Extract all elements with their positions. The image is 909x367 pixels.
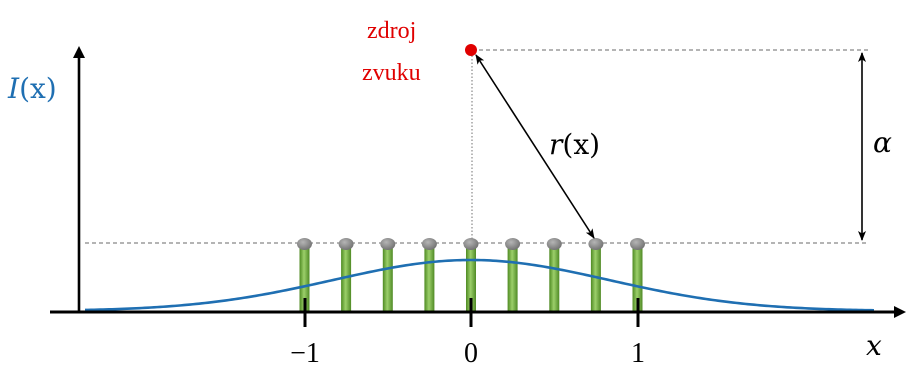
speaker-pole <box>299 245 310 312</box>
speaker-pole <box>549 245 560 312</box>
speaker-cap <box>505 238 521 250</box>
speaker-cap <box>546 238 562 250</box>
speaker-cap <box>588 238 604 250</box>
tick-label-one: 1 <box>631 338 645 367</box>
speaker-pole <box>424 245 435 312</box>
speaker-cap <box>630 238 645 250</box>
sound-source-dot <box>465 44 477 56</box>
speaker-pole <box>466 245 476 312</box>
tick-label-minus-one: −1 <box>290 338 320 367</box>
x-axis-label: x <box>866 329 882 362</box>
speaker-poles <box>297 238 645 312</box>
speaker-pole <box>341 245 352 312</box>
speaker-cap <box>380 238 396 250</box>
height-label: α <box>873 126 892 159</box>
curve-label: I(x) <box>7 72 57 105</box>
source-label-line2: zvuku <box>362 60 421 86</box>
speaker-pole <box>382 245 393 312</box>
curve-label-arg: (x) <box>19 72 57 105</box>
x-ticks <box>303 298 640 327</box>
distance-arrow <box>475 54 595 239</box>
speaker-cap <box>338 238 354 250</box>
distance-label-name: r <box>549 128 564 161</box>
intensity-curve <box>84 258 875 312</box>
distance-label-arg: (x) <box>562 128 600 161</box>
curve-label-name: I <box>7 72 20 105</box>
speaker-cap <box>421 238 437 250</box>
speaker-cap <box>463 238 479 250</box>
speaker-pole <box>632 245 643 312</box>
speaker-cap <box>297 238 312 250</box>
speaker-pole <box>590 245 601 312</box>
source-label-line1: zdroj <box>367 18 416 44</box>
tick-label-zero: 0 <box>464 338 478 367</box>
speaker-pole <box>507 245 518 312</box>
distance-label: r(x) <box>549 128 600 161</box>
